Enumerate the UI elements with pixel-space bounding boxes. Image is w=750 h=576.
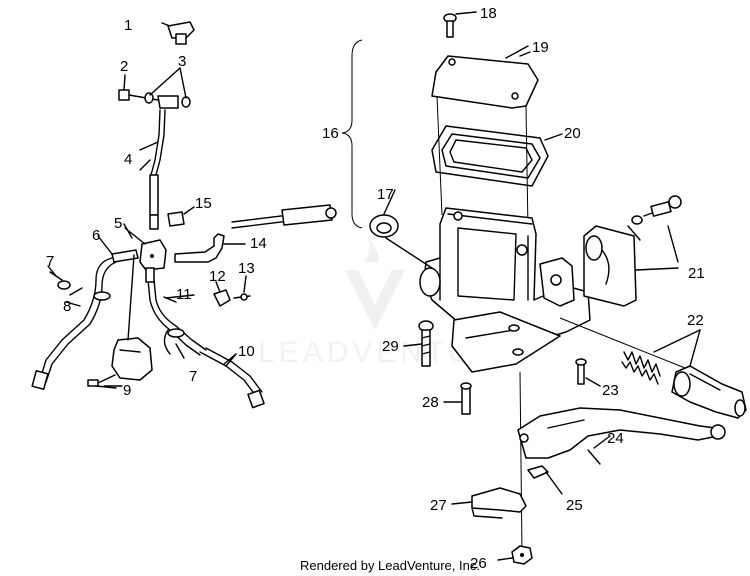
callout-1: 1 bbox=[124, 17, 132, 34]
part-12-clip[interactable] bbox=[213, 281, 231, 307]
callout-18: 18 bbox=[480, 5, 497, 22]
part-1-banjo-tee[interactable] bbox=[161, 21, 195, 45]
pivot-axis-line bbox=[519, 371, 523, 553]
callout-2: 2 bbox=[120, 58, 128, 75]
callout-28: 28 bbox=[422, 394, 439, 411]
part-18-cover-screw[interactable] bbox=[443, 11, 477, 38]
callout-15: 15 bbox=[195, 195, 212, 212]
callout-7-left: 7 bbox=[46, 253, 54, 270]
part-4-brake-line[interactable] bbox=[139, 109, 166, 230]
callout-17: 17 bbox=[377, 186, 394, 203]
part-24-brake-lever[interactable] bbox=[517, 407, 726, 459]
callout-19: 19 bbox=[532, 39, 549, 56]
part-29-pivot-bolt[interactable] bbox=[403, 320, 434, 367]
callout-24: 24 bbox=[607, 430, 624, 447]
callout-8: 8 bbox=[63, 298, 71, 315]
part-5-junction-block[interactable] bbox=[124, 227, 167, 271]
part-21-handlebar-clamp[interactable] bbox=[583, 225, 641, 307]
callout-27: 27 bbox=[430, 497, 447, 514]
leader-lines bbox=[47, 45, 601, 465]
callout-29: 29 bbox=[382, 338, 399, 355]
render-credit: Rendered by LeadVenture, Inc. bbox=[300, 558, 480, 573]
part-10-hose-lower[interactable] bbox=[199, 347, 265, 409]
callout-14: 14 bbox=[250, 235, 267, 252]
part-19-reservoir-cover[interactable] bbox=[431, 51, 539, 109]
callout-25: 25 bbox=[566, 497, 583, 514]
callout-22: 22 bbox=[687, 312, 704, 329]
piston-axis-line bbox=[559, 317, 691, 371]
master-cylinder-body[interactable] bbox=[385, 207, 591, 343]
callout-3: 3 bbox=[178, 53, 186, 70]
group-16-bracket bbox=[341, 39, 363, 229]
part-6-fitting[interactable] bbox=[97, 235, 139, 263]
assembly-guide-left bbox=[436, 95, 443, 216]
part-21-clamp-bolt[interactable] bbox=[631, 195, 682, 225]
part-23-pivot-pin[interactable] bbox=[575, 358, 601, 387]
part-22-spring[interactable] bbox=[621, 351, 661, 385]
part-13-screw[interactable] bbox=[233, 275, 251, 301]
leader-21-a bbox=[635, 267, 679, 271]
part-14-rear-brake-line[interactable] bbox=[174, 204, 337, 263]
mounting-plate[interactable] bbox=[451, 311, 561, 373]
part-7-hose-clamp-left[interactable] bbox=[57, 280, 111, 301]
part-15-fitting[interactable] bbox=[167, 206, 195, 227]
callout-21: 21 bbox=[688, 265, 705, 282]
callout-5: 5 bbox=[114, 215, 122, 232]
callout-26: 26 bbox=[470, 555, 487, 572]
part-22-piston-assembly[interactable] bbox=[653, 329, 747, 419]
callout-13: 13 bbox=[238, 260, 255, 277]
callout-9: 9 bbox=[123, 382, 131, 399]
callout-6: 6 bbox=[92, 227, 100, 244]
part-26-lock-nut[interactable] bbox=[497, 545, 533, 565]
part-9-mount-bracket[interactable] bbox=[87, 254, 153, 389]
callout-11: 11 bbox=[176, 286, 192, 303]
callout-20: 20 bbox=[564, 125, 581, 142]
part-8-front-left-hose[interactable] bbox=[31, 257, 117, 391]
callout-4: 4 bbox=[124, 151, 132, 168]
callout-12: 12 bbox=[209, 268, 226, 285]
callout-7-right: 7 bbox=[189, 368, 197, 385]
part-25-lever-spring[interactable] bbox=[527, 465, 563, 495]
part-11-front-right-hose[interactable] bbox=[145, 267, 207, 356]
callout-16: 16 bbox=[322, 125, 339, 142]
part-7-hose-clamp-right[interactable] bbox=[163, 328, 185, 359]
part-28-bolt[interactable] bbox=[443, 382, 472, 415]
part-27-lever-bracket[interactable] bbox=[451, 487, 527, 519]
leader-21-b bbox=[667, 225, 679, 263]
part-20-diaphragm[interactable] bbox=[431, 125, 563, 187]
part-3-crush-washers[interactable] bbox=[144, 67, 191, 109]
part-17-seal-ring[interactable] bbox=[369, 214, 399, 238]
callout-10: 10 bbox=[238, 343, 255, 360]
callout-23: 23 bbox=[602, 382, 619, 399]
assembly-guide-right bbox=[525, 105, 529, 231]
callout-labels: 1 2 3 4 5 6 7 7 8 9 10 11 12 13 14 15 16… bbox=[46, 5, 705, 572]
